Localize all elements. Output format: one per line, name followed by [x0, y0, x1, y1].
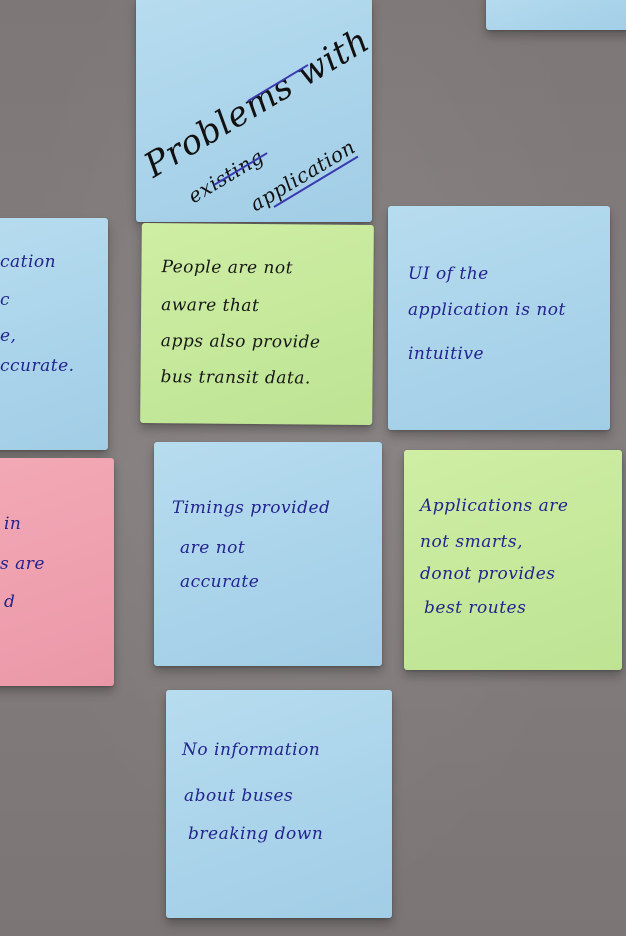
left-bottom-line-2: s are — [0, 554, 45, 574]
left-top-line-2: c — [0, 290, 11, 310]
green1-line-4: bus transit data. — [160, 367, 311, 389]
sticky-note-applications-not-smart: Applications are not smarts, donot provi… — [404, 450, 622, 670]
green1-line-3: apps also provide — [160, 331, 321, 353]
blue3-line-2: about buses — [184, 786, 294, 806]
left-bottom-line-1: in — [4, 514, 22, 534]
blue1-line-1: UI of the — [408, 264, 489, 284]
sticky-note-partial-left-top: cation c e, ccurate. — [0, 218, 108, 450]
sticky-note-partial-left-bottom: in s are d — [0, 458, 114, 686]
header-line-3: application — [245, 134, 360, 216]
sticky-note-header: Problems with existing application — [136, 0, 372, 222]
green2-line-2: not smarts, — [420, 532, 523, 552]
blue3-line-3: breaking down — [188, 824, 324, 844]
left-bottom-line-3: d — [4, 592, 16, 612]
blue2-line-2: are not — [180, 538, 246, 558]
sticky-note-ui-not-intuitive: UI of the application is not intuitive — [388, 206, 610, 430]
left-top-line-3: e, — [0, 326, 17, 346]
blue1-line-2: application is not — [408, 300, 566, 320]
blue2-line-1: Timings provided — [172, 498, 331, 518]
sticky-note-timings-not-accurate: Timings provided are not accurate — [154, 442, 382, 666]
sticky-note-no-breakdown-info: No information about buses breaking down — [166, 690, 392, 918]
sticky-note-people-not-aware: People are not aware that apps also prov… — [140, 222, 374, 426]
blue3-line-1: No information — [182, 740, 321, 760]
blue2-line-3: accurate — [180, 572, 260, 592]
left-top-line-1: cation — [0, 252, 57, 272]
blue1-line-3: intuitive — [408, 344, 485, 364]
sticky-note-partial-top-right — [486, 0, 626, 30]
green2-line-3: donot provides — [420, 564, 556, 584]
green2-line-1: Applications are — [420, 496, 569, 516]
left-top-line-4: ccurate. — [0, 356, 75, 376]
green1-line-2: aware that — [161, 295, 260, 317]
green1-line-1: People are not — [161, 257, 294, 279]
green2-line-4: best routes — [424, 598, 527, 618]
